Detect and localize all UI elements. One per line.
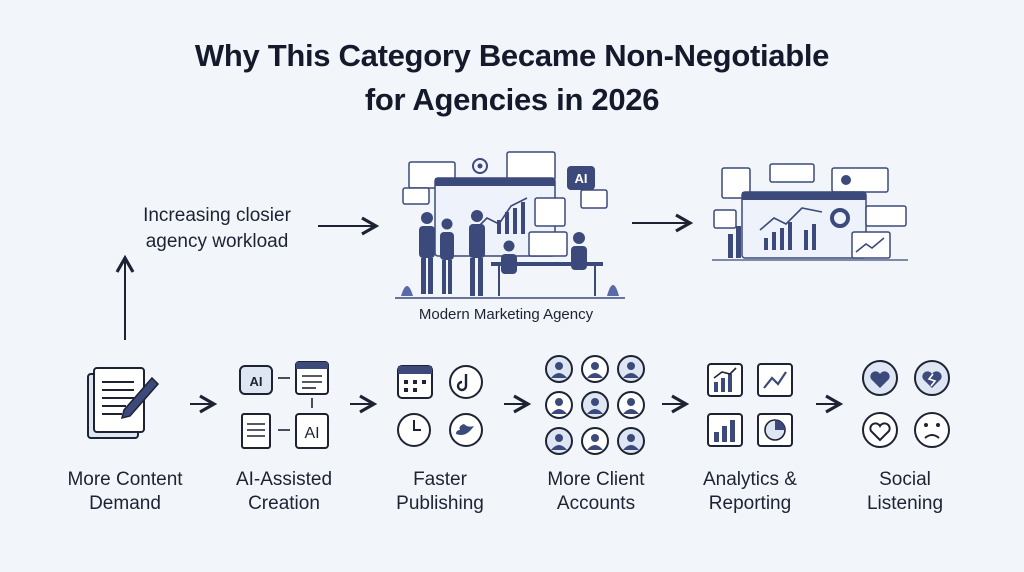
workload-line-1: Increasing closier <box>143 205 291 226</box>
client-avatars-icon <box>545 355 645 455</box>
document-pen-icon <box>87 367 160 439</box>
step-3-line-1: Faster <box>413 469 467 490</box>
step-3-line-2: Publishing <box>396 493 484 514</box>
workload-line-2: agency workload <box>145 231 289 252</box>
title-line-2: for Agencies in 2026 <box>364 82 660 117</box>
ai-badge: AI <box>575 171 588 186</box>
title-line-1: Why This Category Became Non-Negotiable <box>194 38 830 73</box>
step-label-social-listening: Social Listening <box>820 468 990 516</box>
step-1-line-2: Demand <box>89 493 161 514</box>
agency-illustration: AI <box>395 151 625 299</box>
step-label-ai-assisted: AI-Assisted Creation <box>199 468 369 516</box>
step-label-faster-publishing: Faster Publishing <box>355 468 525 516</box>
step-1-line-1: More Content <box>67 469 183 490</box>
dashboard-illustration <box>712 163 908 261</box>
step-5-line-1: Analytics & <box>703 469 797 490</box>
step-2-line-2: Creation <box>248 493 320 514</box>
step-5-line-2: Reporting <box>708 493 792 514</box>
agency-label: Modern Marketing Agency <box>418 306 594 323</box>
step-label-content-demand: More Content Demand <box>40 468 210 516</box>
charts-icon <box>707 363 793 447</box>
workload-label: Increasing closier agency workload <box>112 203 322 255</box>
sentiment-icon <box>862 360 950 448</box>
step-6-line-1: Social <box>879 469 931 490</box>
step-label-client-accounts: More Client Accounts <box>511 468 681 516</box>
step-4-line-1: More Client <box>547 469 645 490</box>
ai-badge-small: AI <box>250 374 263 389</box>
step-label-analytics: Analytics & Reporting <box>665 468 835 516</box>
page-title: Why This Category Became Non-Negotiable … <box>0 34 1024 122</box>
step-4-line-2: Accounts <box>556 493 636 514</box>
step-2-line-1: AI-Assisted <box>235 469 333 490</box>
ai-badge-doc: AI <box>304 425 319 442</box>
ai-workflow-icon: AI AI <box>239 361 329 449</box>
calendar-clock-social-icon <box>397 365 483 447</box>
step-6-line-2: Listening <box>866 493 944 514</box>
